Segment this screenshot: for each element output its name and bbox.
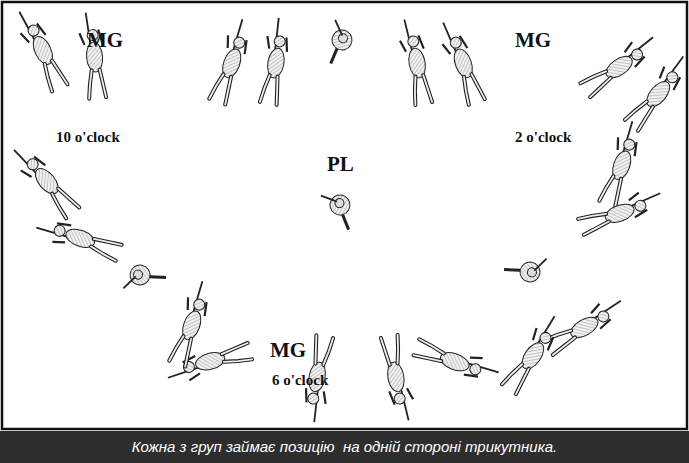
- unit-label: PL: [327, 154, 354, 175]
- unit-label: MG: [515, 30, 551, 51]
- figure-caption: Кожна з груп займає позицію на одній сто…: [0, 431, 689, 463]
- unit-label: MG: [270, 340, 306, 361]
- clock-position-label: 10 o'clock: [56, 130, 120, 145]
- clock-position-label: 6 o'clock: [272, 373, 328, 388]
- unit-label: MG: [87, 30, 123, 51]
- clock-position-label: 2 o'clock: [515, 130, 571, 145]
